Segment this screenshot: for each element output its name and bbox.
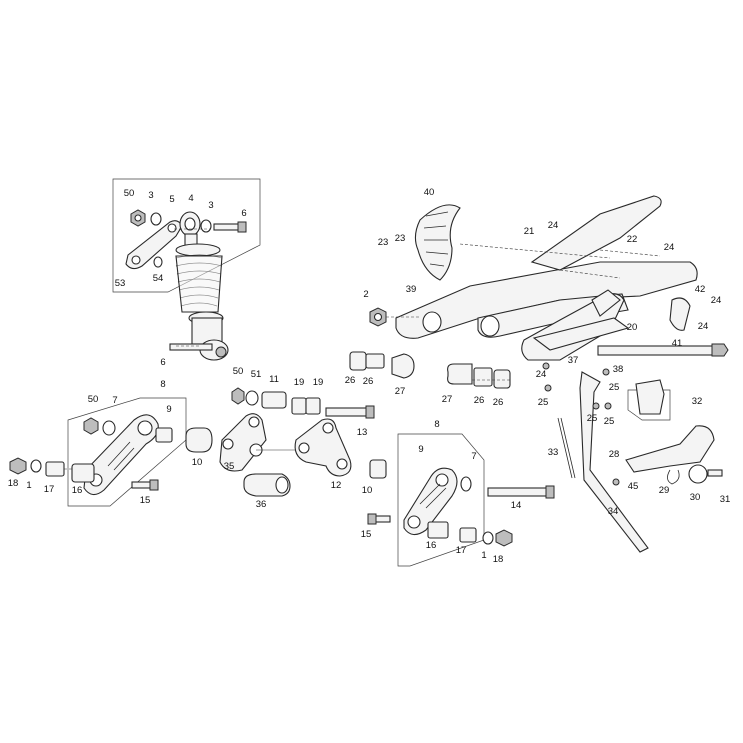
part-callout-22: 22: [627, 234, 638, 245]
part-callout-50: 50: [88, 394, 99, 405]
mudguard-bracket: [414, 204, 461, 281]
part-callout-7: 7: [471, 451, 476, 462]
part-callout-6: 6: [241, 208, 246, 219]
part-callout-25: 25: [604, 416, 615, 427]
part-callout-26: 26: [363, 376, 374, 387]
part-callout-45: 45: [628, 481, 639, 492]
part-callout-21: 21: [524, 226, 535, 237]
part-callout-54: 54: [153, 273, 164, 284]
part-callout-17: 17: [456, 545, 467, 556]
part-callout-14: 14: [511, 500, 522, 511]
part-callout-8: 8: [160, 379, 165, 390]
assembly-guide-lines: [64, 228, 611, 470]
part-callout-2: 2: [363, 289, 368, 300]
part-callout-3: 3: [148, 190, 153, 201]
part-callout-51: 51: [251, 369, 262, 380]
part-callout-41: 41: [672, 338, 683, 349]
part-callout-32: 32: [692, 396, 703, 407]
part-callout-6: 6: [160, 357, 165, 368]
part-callout-24: 24: [664, 242, 675, 253]
part-callout-10: 10: [192, 457, 203, 468]
rear-shock-absorber: [169, 211, 229, 361]
part-callout-33: 33: [548, 447, 559, 458]
part-callout-19: 19: [313, 377, 324, 388]
part-callout-18: 18: [493, 554, 504, 565]
right-linkage-rocker: [403, 467, 458, 536]
right-linkage-hardware: [367, 459, 555, 547]
part-callout-36: 36: [256, 499, 267, 510]
part-callout-17: 17: [44, 484, 55, 495]
part-callout-27: 27: [395, 386, 406, 397]
part-callout-13: 13: [357, 427, 368, 438]
sidestand-spring-bracket: [625, 425, 723, 485]
part-callout-20: 20: [627, 322, 638, 333]
shock-top-hardware: [130, 209, 247, 268]
part-callout-25: 25: [609, 382, 620, 393]
part-callout-4: 4: [188, 193, 193, 204]
part-callout-16: 16: [426, 540, 437, 551]
shock-mount-kit-box: [112, 178, 261, 293]
part-callout-9: 9: [418, 444, 423, 455]
center-linkage-parts: [185, 413, 352, 497]
part-callout-38: 38: [613, 364, 624, 375]
chain-guard: [530, 195, 662, 279]
part-callout-9: 9: [166, 404, 171, 415]
swingarm: [395, 261, 698, 361]
part-callout-37: 37: [568, 355, 579, 366]
part-callout-12: 12: [331, 480, 342, 491]
part-callout-31: 31: [720, 494, 731, 505]
side-stand: [542, 362, 649, 553]
part-callout-50: 50: [233, 366, 244, 377]
part-callout-7: 7: [112, 395, 117, 406]
shock-mount-bracket: [125, 220, 183, 270]
part-callout-42: 42: [695, 284, 706, 295]
swingarm-pivot-hardware: [369, 307, 729, 357]
part-callout-24: 24: [548, 220, 559, 231]
part-callout-8: 8: [434, 419, 439, 430]
part-callout-30: 30: [690, 492, 701, 503]
part-callout-26: 26: [474, 395, 485, 406]
part-callout-26: 26: [493, 397, 504, 408]
part-callout-25: 25: [587, 413, 598, 424]
sidestand-switch-box: [627, 379, 671, 421]
part-callout-24: 24: [698, 321, 709, 332]
part-callout-16: 16: [72, 485, 83, 496]
part-callout-39: 39: [406, 284, 417, 295]
part-callout-23: 23: [395, 233, 406, 244]
part-callout-35: 35: [224, 461, 235, 472]
part-callout-23: 23: [378, 237, 389, 248]
part-callout-1: 1: [481, 550, 486, 561]
part-callout-15: 15: [140, 495, 151, 506]
part-callout-28: 28: [609, 449, 620, 460]
part-callout-27: 27: [442, 394, 453, 405]
part-callout-10: 10: [362, 485, 373, 496]
part-callout-50: 50: [124, 188, 135, 199]
part-callout-18: 18: [8, 478, 19, 489]
part-callout-29: 29: [659, 485, 670, 496]
center-top-hardware: [231, 387, 375, 419]
part-callout-5: 5: [169, 194, 174, 205]
part-callout-40: 40: [424, 187, 435, 198]
part-callout-53: 53: [115, 278, 126, 289]
swingarm-bearings: [349, 351, 511, 389]
part-callout-25: 25: [538, 397, 549, 408]
part-callout-15: 15: [361, 529, 372, 540]
part-callout-19: 19: [294, 377, 305, 388]
part-callout-34: 34: [608, 506, 619, 517]
left-linkage-hardware: [9, 417, 173, 491]
part-callout-1: 1: [26, 480, 31, 491]
rear-small-bracket: [669, 297, 691, 331]
part-callout-24: 24: [536, 369, 547, 380]
part-callout-24: 24: [711, 295, 722, 306]
part-callout-11: 11: [269, 374, 279, 385]
part-callout-26: 26: [345, 375, 356, 386]
part-callout-3: 3: [208, 200, 213, 211]
